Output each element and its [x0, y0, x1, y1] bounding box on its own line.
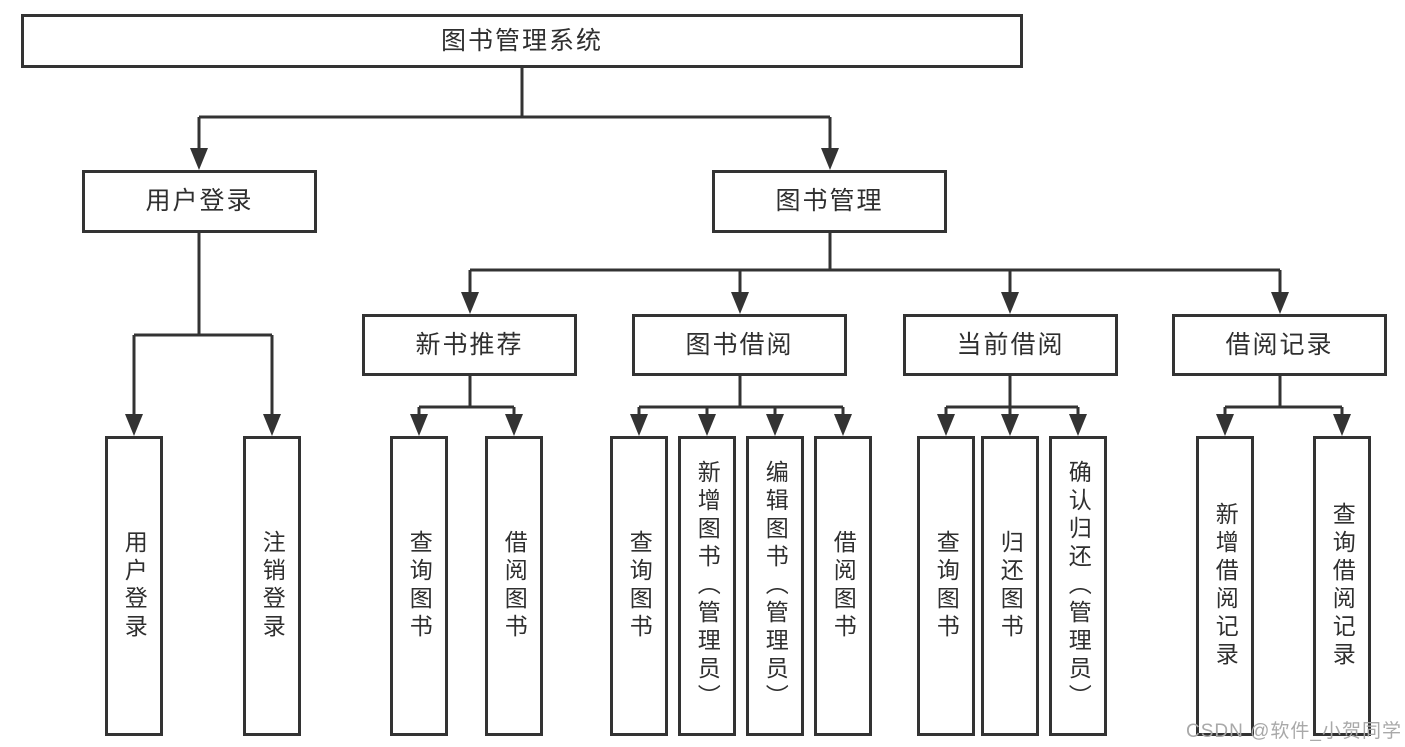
arrowhead	[461, 292, 479, 314]
leaf-edit-book-admin-label: 编辑图书（管理员）	[762, 460, 789, 712]
node-book-borrow: 图书借阅	[632, 314, 847, 376]
leaf-query-books-current-label: 查询图书	[933, 530, 960, 642]
leaf-confirm-return-admin-label: 确认归还（管理员）	[1065, 460, 1092, 712]
leaf-borrow-books: 借阅图书	[814, 436, 872, 736]
arrowheads	[125, 148, 1351, 436]
connector-book-management-branch	[468, 233, 1282, 294]
arrowhead	[1216, 414, 1234, 436]
node-book-borrow-label: 图书借阅	[685, 330, 794, 359]
arrowhead	[630, 414, 648, 436]
leaf-borrow-books-recommend-label: 借阅图书	[501, 530, 528, 642]
node-current-borrow: 当前借阅	[903, 314, 1118, 376]
arrowhead	[1271, 292, 1289, 314]
arrowhead	[821, 148, 839, 170]
leaf-add-book-admin: 新增图书（管理员）	[678, 436, 736, 736]
leaf-add-book-admin-label: 新增图书（管理员）	[694, 460, 721, 712]
connector-borrow-records-branch	[1223, 376, 1344, 416]
leaf-user-login-label: 用户登录	[121, 530, 148, 642]
node-current-borrow-label: 当前借阅	[956, 330, 1065, 359]
arrowhead	[731, 292, 749, 314]
arrowhead	[1333, 414, 1351, 436]
node-new-book-recommend: 新书推荐	[362, 314, 577, 376]
arrowhead	[125, 414, 143, 436]
leaf-edit-book-admin: 编辑图书（管理员）	[746, 436, 804, 736]
arrowhead	[1001, 414, 1019, 436]
connector-root-to-level2	[197, 68, 832, 150]
leaf-borrow-books-recommend: 借阅图书	[485, 436, 543, 736]
arrowhead	[505, 414, 523, 436]
node-borrow-records-label: 借阅记录	[1225, 330, 1334, 359]
arrowhead	[937, 414, 955, 436]
leaf-add-borrow-record-label: 新增借阅记录	[1212, 502, 1239, 670]
arrowhead	[1069, 414, 1087, 436]
node-book-management-label: 图书管理	[775, 187, 884, 216]
leaf-query-borrow-record-label: 查询借阅记录	[1329, 502, 1356, 670]
arrowhead	[410, 414, 428, 436]
node-borrow-records: 借阅记录	[1172, 314, 1387, 376]
leaf-borrow-books-label: 借阅图书	[830, 530, 857, 642]
arrowhead	[190, 148, 208, 170]
arrowhead	[698, 414, 716, 436]
node-root-label: 图书管理系统	[440, 26, 603, 55]
node-user-login-label: 用户登录	[145, 187, 254, 216]
csdn-watermark: CSDN @软件_小贺同学	[1186, 721, 1402, 742]
leaf-logout: 注销登录	[243, 436, 301, 736]
leaf-query-books-borrow-label: 查询图书	[626, 530, 653, 642]
arrowhead	[1001, 292, 1019, 314]
leaf-add-borrow-record: 新增借阅记录	[1196, 436, 1254, 736]
leaf-query-books-borrow: 查询图书	[610, 436, 668, 736]
node-new-book-recommend-label: 新书推荐	[415, 330, 524, 359]
node-root: 图书管理系统	[21, 14, 1023, 68]
leaf-logout-label: 注销登录	[259, 530, 286, 642]
node-user-login: 用户登录	[82, 170, 317, 233]
arrowhead	[263, 414, 281, 436]
leaf-confirm-return-admin: 确认归还（管理员）	[1049, 436, 1107, 736]
leaf-query-books-current: 查询图书	[917, 436, 975, 736]
connector-current-borrow-branch	[944, 376, 1080, 416]
leaf-query-books-recommend-label: 查询图书	[406, 530, 433, 642]
arrowhead	[766, 414, 784, 436]
arrowhead	[834, 414, 852, 436]
leaf-user-login: 用户登录	[105, 436, 163, 736]
connector-book-borrow-branch	[637, 376, 845, 416]
connector-user-login-branch	[132, 233, 274, 416]
connector-new-book-branch	[417, 376, 516, 416]
leaf-return-book: 归还图书	[981, 436, 1039, 736]
node-book-management: 图书管理	[712, 170, 947, 233]
leaf-query-books-recommend: 查询图书	[390, 436, 448, 736]
leaf-query-borrow-record: 查询借阅记录	[1313, 436, 1371, 736]
leaf-return-book-label: 归还图书	[997, 530, 1024, 642]
